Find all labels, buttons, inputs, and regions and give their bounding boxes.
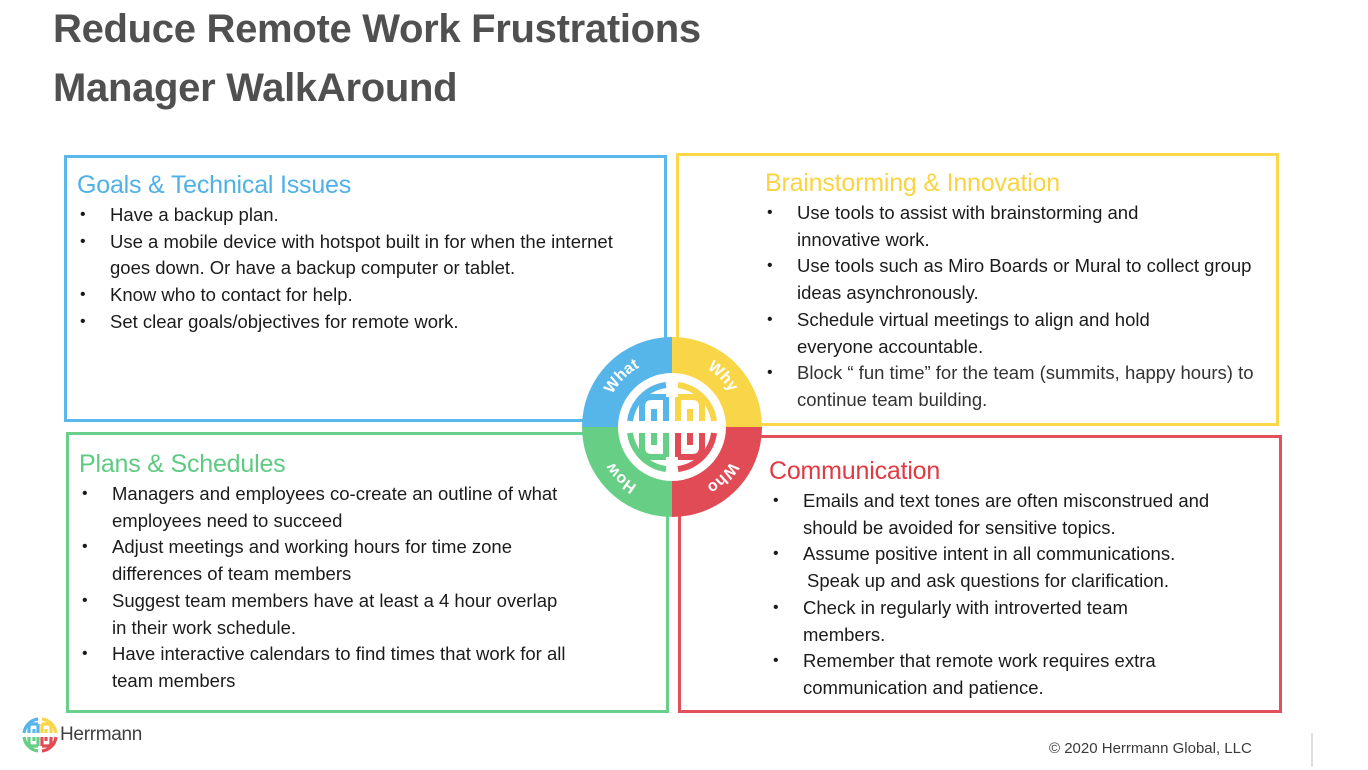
- list-item: Know who to contact for help.: [80, 282, 664, 309]
- list-item: Use tools such as Miro Boards or Mural t…: [767, 253, 1264, 306]
- brainstorming-heading: Brainstorming & Innovation: [765, 169, 1060, 197]
- list-item: Adjust meetings and working hours for ti…: [82, 534, 586, 587]
- list-item: Suggest team members have at least a 4 h…: [82, 588, 586, 641]
- brainstorming-innovation-panel: Brainstorming & Innovation Use tools to …: [676, 153, 1279, 426]
- list-item: Check in regularly with introverted team…: [773, 595, 1249, 648]
- list-item: Managers and employees co-create an outl…: [82, 481, 586, 534]
- list-item: Have interactive calendars to find times…: [82, 641, 586, 694]
- copyright-text: © 2020 Herrmann Global, LLC: [1049, 740, 1252, 757]
- herrmann-knot-icon: [627, 382, 717, 472]
- goals-heading: Goals & Technical Issues: [77, 171, 352, 199]
- list-item: Schedule virtual meetings to align and h…: [767, 307, 1264, 360]
- list-item-continuation: Speak up and ask questions for clarifica…: [807, 570, 1169, 592]
- herrmann-logo-icon: [22, 717, 58, 753]
- plans-schedules-panel: Plans & Schedules Managers and employees…: [66, 432, 669, 713]
- goals-technical-issues-panel: Goals & Technical Issues Have a backup p…: [64, 155, 667, 422]
- communication-list: Emails and text tones are often misconst…: [773, 488, 1279, 702]
- herrmann-logo: Herrmann: [22, 717, 142, 753]
- list-item: Emails and text tones are often misconst…: [773, 488, 1249, 541]
- list-item: Remember that remote work requires extra…: [773, 648, 1249, 701]
- page-title: Reduce Remote Work Frustrations: [53, 7, 701, 51]
- plans-heading: Plans & Schedules: [79, 450, 286, 478]
- list-item: Assume positive intent in all communicat…: [773, 541, 1249, 568]
- page-subtitle: Manager WalkAround: [53, 66, 458, 110]
- list-item: Use tools to assist with brainstorming a…: [767, 200, 1264, 253]
- communication-heading: Communication: [769, 457, 941, 485]
- goals-list: Have a backup plan. Use a mobile device …: [80, 202, 664, 336]
- footer-divider: [1311, 733, 1313, 767]
- list-item: Set clear goals/objectives for remote wo…: [80, 309, 664, 336]
- list-item: Block “ fun time” for the team (summits,…: [767, 360, 1264, 413]
- whole-brain-wheel: What Why Who How: [582, 337, 762, 517]
- list-item: Have a backup plan.: [80, 202, 664, 229]
- communication-panel: Communication Emails and text tones are …: [678, 435, 1282, 713]
- list-item: Use a mobile device with hotspot built i…: [80, 229, 664, 282]
- logo-wordmark: Herrmann: [60, 724, 143, 745]
- brainstorming-list: Use tools to assist with brainstorming a…: [767, 200, 1276, 414]
- wheel-graphic: What Why Who How: [582, 337, 762, 517]
- plans-list: Managers and employees co-create an outl…: [82, 481, 666, 695]
